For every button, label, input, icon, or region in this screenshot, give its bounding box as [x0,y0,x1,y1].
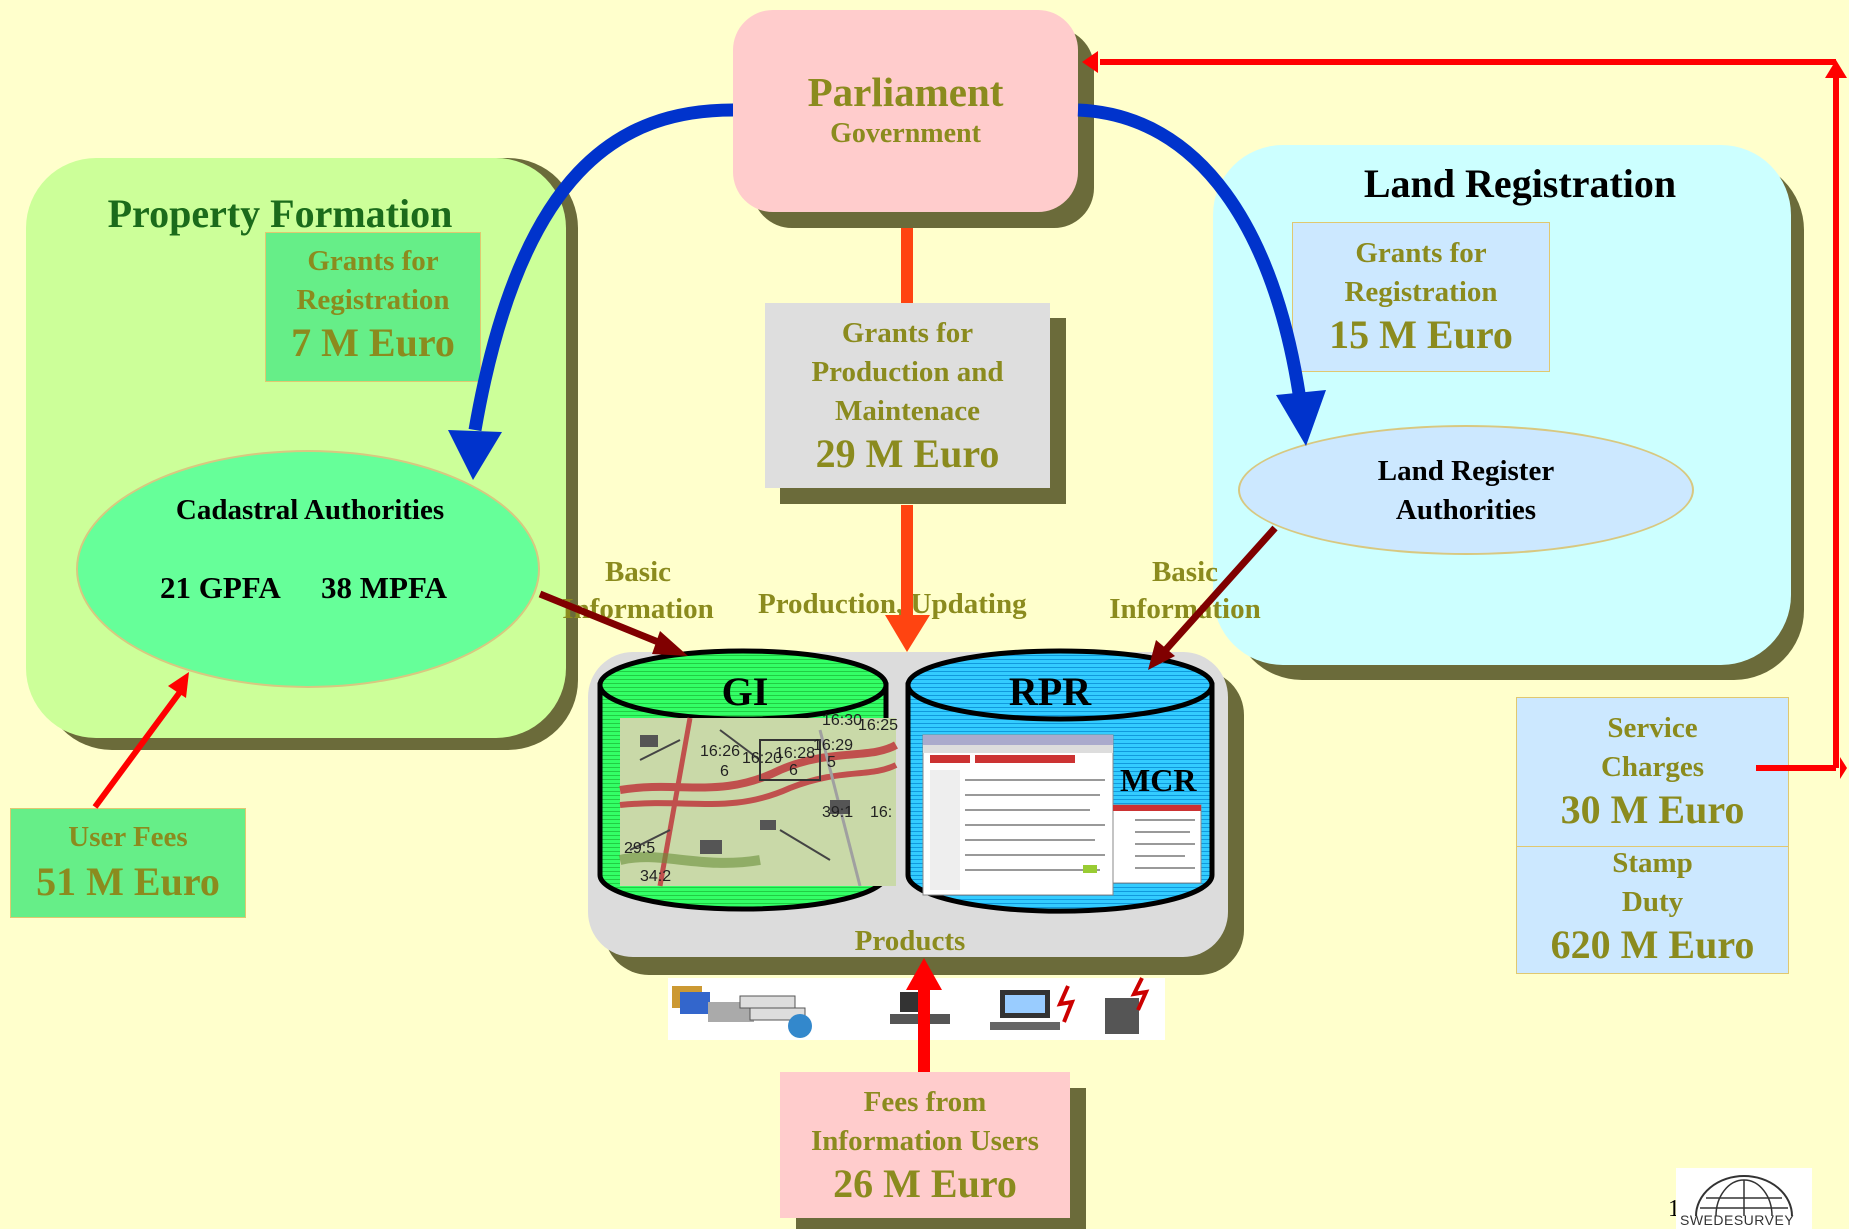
map-label: 16:20 [742,750,783,767]
map-label: 34:2 [640,868,672,885]
production-grant-amount: 29 M Euro [815,431,1000,476]
map-label: 16:26 [700,743,741,760]
land-grant-line2: Registration [1344,276,1498,308]
land-authorities-line1: Land Register [1377,455,1555,487]
property-grant-amount: 7 M Euro [291,320,455,365]
service-charges-line2: Charges [1600,751,1705,783]
production-grant-line1: Grants for [841,317,974,349]
cadastral-authorities-ellipse [76,450,540,688]
user-fees-box: User Fees 51 M Euro [10,808,246,918]
info-fees-box: Fees from Information Users 26 M Euro [780,1072,1070,1218]
basic-info-right-line1: Basic [1151,556,1219,588]
basic-info-left-line1: Basic [604,556,672,588]
basic-info-left-label: Basic Information [548,556,728,626]
map-label: 29:5 [624,840,656,857]
basic-info-left-line2: Information [562,593,714,625]
stamp-duty-box: Stamp Duty 620 M Euro [1516,846,1789,974]
info-fees-line1: Fees from [863,1086,987,1118]
swedesurvey-logo: SWEDESURVEY [1676,1168,1812,1229]
land-authorities-line2: Authorities [1395,494,1537,526]
service-charges-line1: Service [1607,712,1698,744]
info-fees-line2: Information Users [811,1125,1039,1157]
cadastral-gpfa: 21 GPFA [160,570,281,605]
basic-info-right-label: Basic Information [1100,556,1270,626]
map-label: 16: [870,804,893,821]
parliament-box: Parliament Government [733,10,1078,212]
stamp-duty-line1: Stamp [1612,847,1693,879]
production-grant-line3: Maintenace [835,395,980,427]
gi-label: GI [721,669,769,714]
product-icons-strip [668,977,1165,1040]
property-grant-line2: Registration [296,284,450,316]
service-charges-box: Service Charges 30 M Euro [1516,697,1789,847]
mcr-label: MCR [1120,762,1197,798]
map-label: 39:1 [822,804,854,821]
map-label: 16:29 [813,737,854,754]
map-label: 6 [720,763,729,780]
land-register-authorities-ellipse: Land Register Authorities [1238,425,1694,555]
map-label: 6 [789,762,798,779]
cadastral-map-image [618,717,898,887]
production-grant-line2: Production and [811,356,1004,388]
stamp-duty-line2: Duty [1621,886,1684,918]
property-formation-title: Property Formation [107,191,453,236]
parliament-title: Parliament [807,69,1004,115]
land-grant-amount: 15 M Euro [1329,312,1513,357]
products-label: Products [854,925,966,957]
cadastral-mpfa: 38 MPFA [321,570,447,605]
info-fees-amount: 26 M Euro [833,1161,1017,1206]
production-updating-label: Production, Updating [758,588,1027,620]
swedesurvey-logo-text: SWEDESURVEY [1680,1212,1795,1228]
user-fees-amount: 51 M Euro [36,859,220,904]
cadastral-title: Cadastral Authorities [175,494,445,526]
map-label: 16:30 [822,712,863,729]
rpr-screenshot-image [922,734,1202,896]
service-charges-amount: 30 M Euro [1560,787,1745,832]
stamp-duty-amount: 620 M Euro [1550,922,1755,967]
property-grant-line1: Grants for [307,245,439,277]
land-grant-box: Grants for Registration 15 M Euro [1292,222,1550,372]
map-label: 5 [827,754,836,771]
land-registration-title: Land Registration [1363,161,1677,206]
map-label: 16:25 [858,717,899,734]
production-grant-box: Grants for Production and Maintenace 29 … [765,303,1050,488]
property-grant-box: Grants for Registration 7 M Euro [265,232,481,382]
land-grant-line1: Grants for [1355,237,1487,269]
map-label: 16:28 [775,745,816,762]
parliament-subtitle: Government [830,118,981,149]
user-fees-label: User Fees [68,821,188,853]
rpr-label: RPR [1008,669,1092,714]
basic-info-right-line2: Information [1109,593,1261,625]
